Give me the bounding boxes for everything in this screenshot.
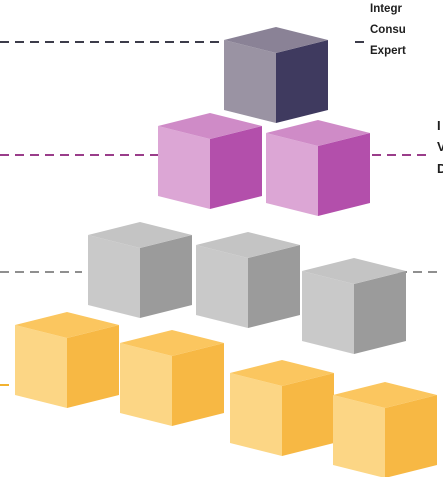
level-4-cube — [15, 312, 119, 408]
cube-right-face — [67, 325, 119, 408]
cube-left-face — [224, 40, 276, 123]
level-3-cube — [196, 232, 300, 328]
cube-top-face — [302, 258, 406, 284]
cube-top-face — [15, 312, 119, 338]
level-1-label-line-3: Expert — [370, 45, 406, 57]
cube-top-face — [266, 120, 370, 146]
cube-right-face — [248, 245, 300, 328]
cube-left-face — [120, 343, 172, 426]
cube-right-face — [210, 126, 262, 209]
level-3-cube — [88, 222, 192, 318]
cube-left-face — [88, 235, 140, 318]
cube-left-face — [196, 245, 248, 328]
cube-top-face — [333, 382, 437, 408]
cube-right-face — [354, 271, 406, 354]
cube-left-face — [302, 271, 354, 354]
level-1-label-line-2: Consu — [370, 24, 406, 36]
level-4-cube — [120, 330, 224, 426]
level-2-cube — [266, 120, 370, 216]
cube-right-face — [172, 343, 224, 426]
cube-left-face — [266, 133, 318, 216]
cube-left-face — [15, 325, 67, 408]
cube-right-face — [282, 373, 334, 456]
level-4-cube — [230, 360, 334, 456]
cube-top-face — [224, 27, 328, 53]
level-2-label-line-2: V — [437, 139, 443, 154]
level-4-cube — [333, 382, 437, 477]
cube-left-face — [230, 373, 282, 456]
level-2-label-line-1: I — [437, 118, 441, 133]
cube-left-face — [158, 126, 210, 209]
level-2-label-line-3: D — [437, 161, 443, 176]
level-1-cube — [224, 27, 328, 123]
cube-top-face — [88, 222, 192, 248]
cube-right-face — [140, 235, 192, 318]
cube-top-face — [120, 330, 224, 356]
level-1-label-line-1: Integr — [370, 3, 402, 15]
cube-top-face — [196, 232, 300, 258]
level-2-cube — [158, 113, 262, 209]
cube-top-face — [158, 113, 262, 139]
cube-right-face — [318, 133, 370, 216]
cube-right-face — [385, 395, 437, 477]
cube-left-face — [333, 395, 385, 477]
cube-right-face — [276, 40, 328, 123]
cube-top-face — [230, 360, 334, 386]
level-3-cube — [302, 258, 406, 354]
